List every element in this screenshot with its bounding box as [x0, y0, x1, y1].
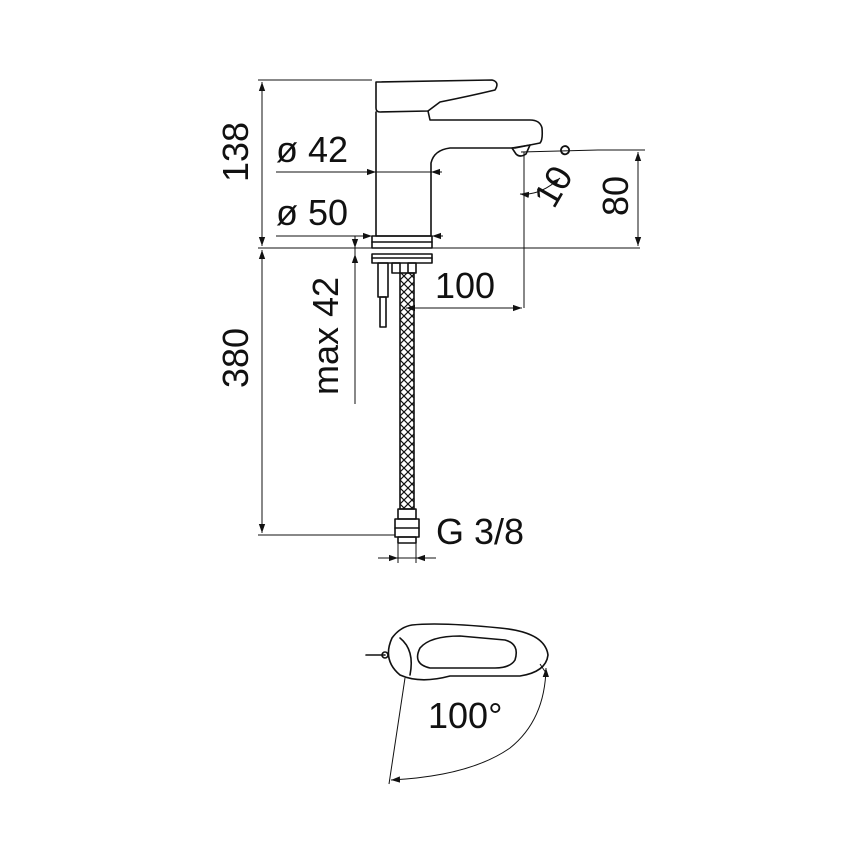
- fixing-rod-thread: [379, 296, 387, 328]
- dimension-diameter-body: ø 42: [276, 129, 442, 176]
- handle-inner-loop: [416, 635, 518, 669]
- label-height-top: 138: [215, 122, 256, 182]
- label-spout-reach: 100: [435, 265, 495, 306]
- label-spout-angle: 10 °: [525, 138, 593, 214]
- lever-handle: [375, 79, 498, 113]
- dimension-height-top: 138: [215, 79, 640, 249]
- dimension-max-thickness: max 42: [305, 236, 359, 404]
- angle-leg: [388, 677, 406, 785]
- dimension-spout-angle: 10 °: [519, 138, 599, 308]
- label-max-thickness: max 42: [305, 277, 346, 395]
- dimension-spout-height: 80: [595, 149, 645, 246]
- label-diameter-base: ø 50: [276, 192, 348, 233]
- handle-cartridge-arc: [399, 637, 413, 676]
- aerator: [511, 144, 531, 157]
- handle-outline: [387, 623, 549, 681]
- mounting-assembly: [371, 253, 433, 544]
- label-spout-height: 80: [595, 176, 636, 216]
- faucet-body: [371, 79, 544, 249]
- dimension-spout-reach: 100: [406, 265, 522, 312]
- faucet-top-view: [365, 623, 549, 681]
- dimension-connection: G 3/8: [378, 511, 524, 563]
- label-handle-rotation: 100°: [428, 695, 502, 736]
- label-connection: G 3/8: [436, 511, 524, 552]
- inner-nut-2: [407, 262, 417, 274]
- dimension-hose-length: 380: [215, 250, 395, 536]
- label-hose-length: 380: [215, 328, 256, 388]
- fixing-rod: [377, 262, 389, 298]
- angle-arc: [519, 177, 561, 199]
- inner-nut: [391, 262, 401, 274]
- dimension-handle-rotation: 100°: [388, 663, 549, 785]
- body-spout: [375, 110, 544, 237]
- label-diameter-body: ø 42: [276, 129, 348, 170]
- hose-ferrule: [397, 508, 417, 520]
- angle-arc: [390, 667, 549, 783]
- dimension-diameter-base: ø 50: [276, 192, 443, 240]
- angle-leg: [520, 149, 599, 153]
- hose-thread: [397, 536, 417, 544]
